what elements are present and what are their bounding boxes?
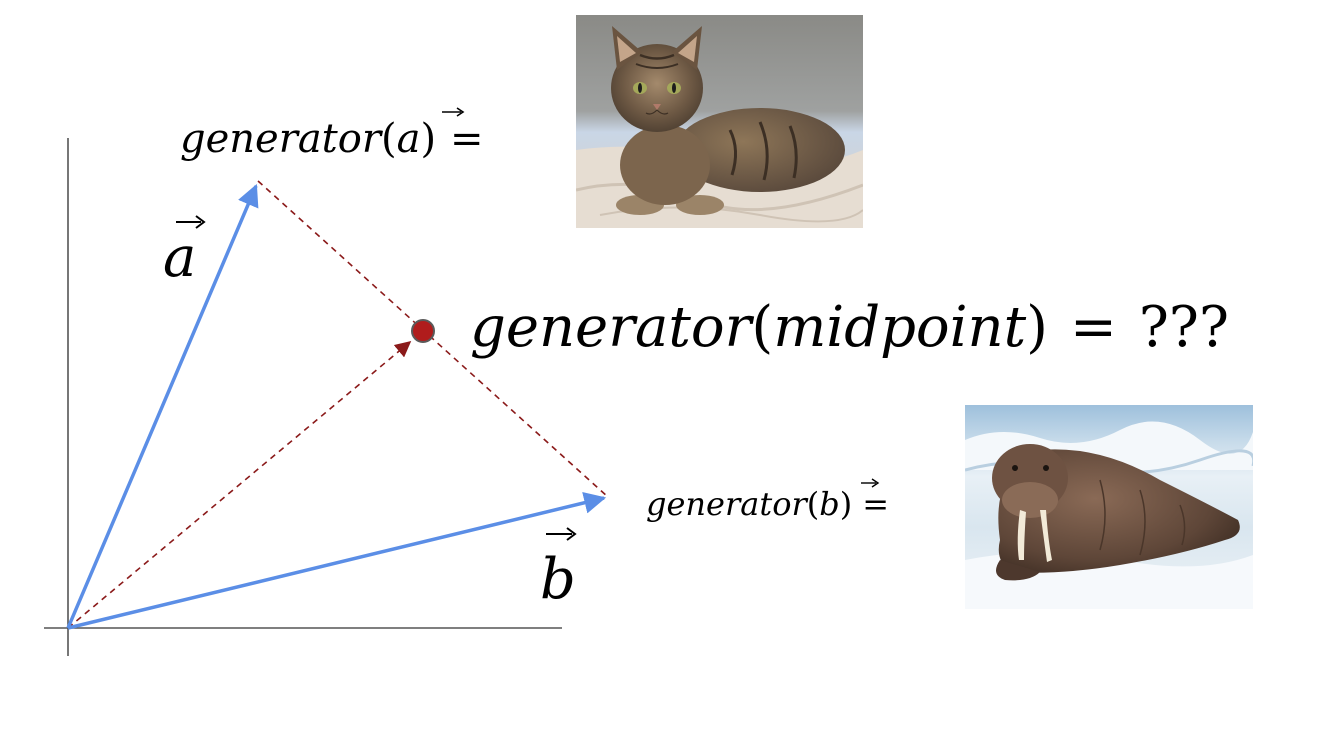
vector-a-label: a: [163, 215, 206, 290]
midpoint-vector: [67, 340, 412, 629]
walrus-photo: [965, 405, 1253, 609]
midpoint-dot: [411, 319, 435, 343]
generator-b-arg: b: [819, 485, 839, 523]
vector-arrow-accent-icon: [176, 215, 206, 229]
svg-text:generator(a)=: generator(a)=: [180, 116, 484, 162]
vector-a-arrow: [66, 183, 259, 629]
dashed-connector-line: [257, 180, 609, 498]
vector-arrow-accent-icon: [546, 527, 577, 541]
generator-midpoint-func: generator: [470, 295, 755, 360]
generator-midpoint-equation: generator(midpoint)=???: [470, 295, 1229, 360]
vector-arrow-accent-icon: [861, 478, 880, 488]
vector-b-arrow: [67, 491, 607, 630]
generator-a-func: generator: [180, 116, 384, 162]
vector-arrow-accent-icon: [442, 107, 465, 117]
generator-a-equation: generator(a)=: [180, 107, 484, 162]
vector-b-label: b: [540, 527, 577, 612]
generator-b-func: generator: [646, 485, 808, 523]
generator-a-arg: a: [397, 116, 421, 162]
svg-text:a: a: [163, 225, 196, 290]
generator-b-equation: generator(b)=: [646, 478, 889, 523]
cat-photo: [576, 15, 863, 228]
svg-text:b: b: [540, 547, 576, 612]
svg-text:generator(midpoint)=???: generator(midpoint)=???: [470, 295, 1229, 360]
generator-midpoint-arg: midpoint: [773, 295, 1026, 360]
generator-midpoint-result: ???: [1139, 295, 1229, 360]
svg-text:generator(b)=: generator(b)=: [646, 485, 889, 523]
